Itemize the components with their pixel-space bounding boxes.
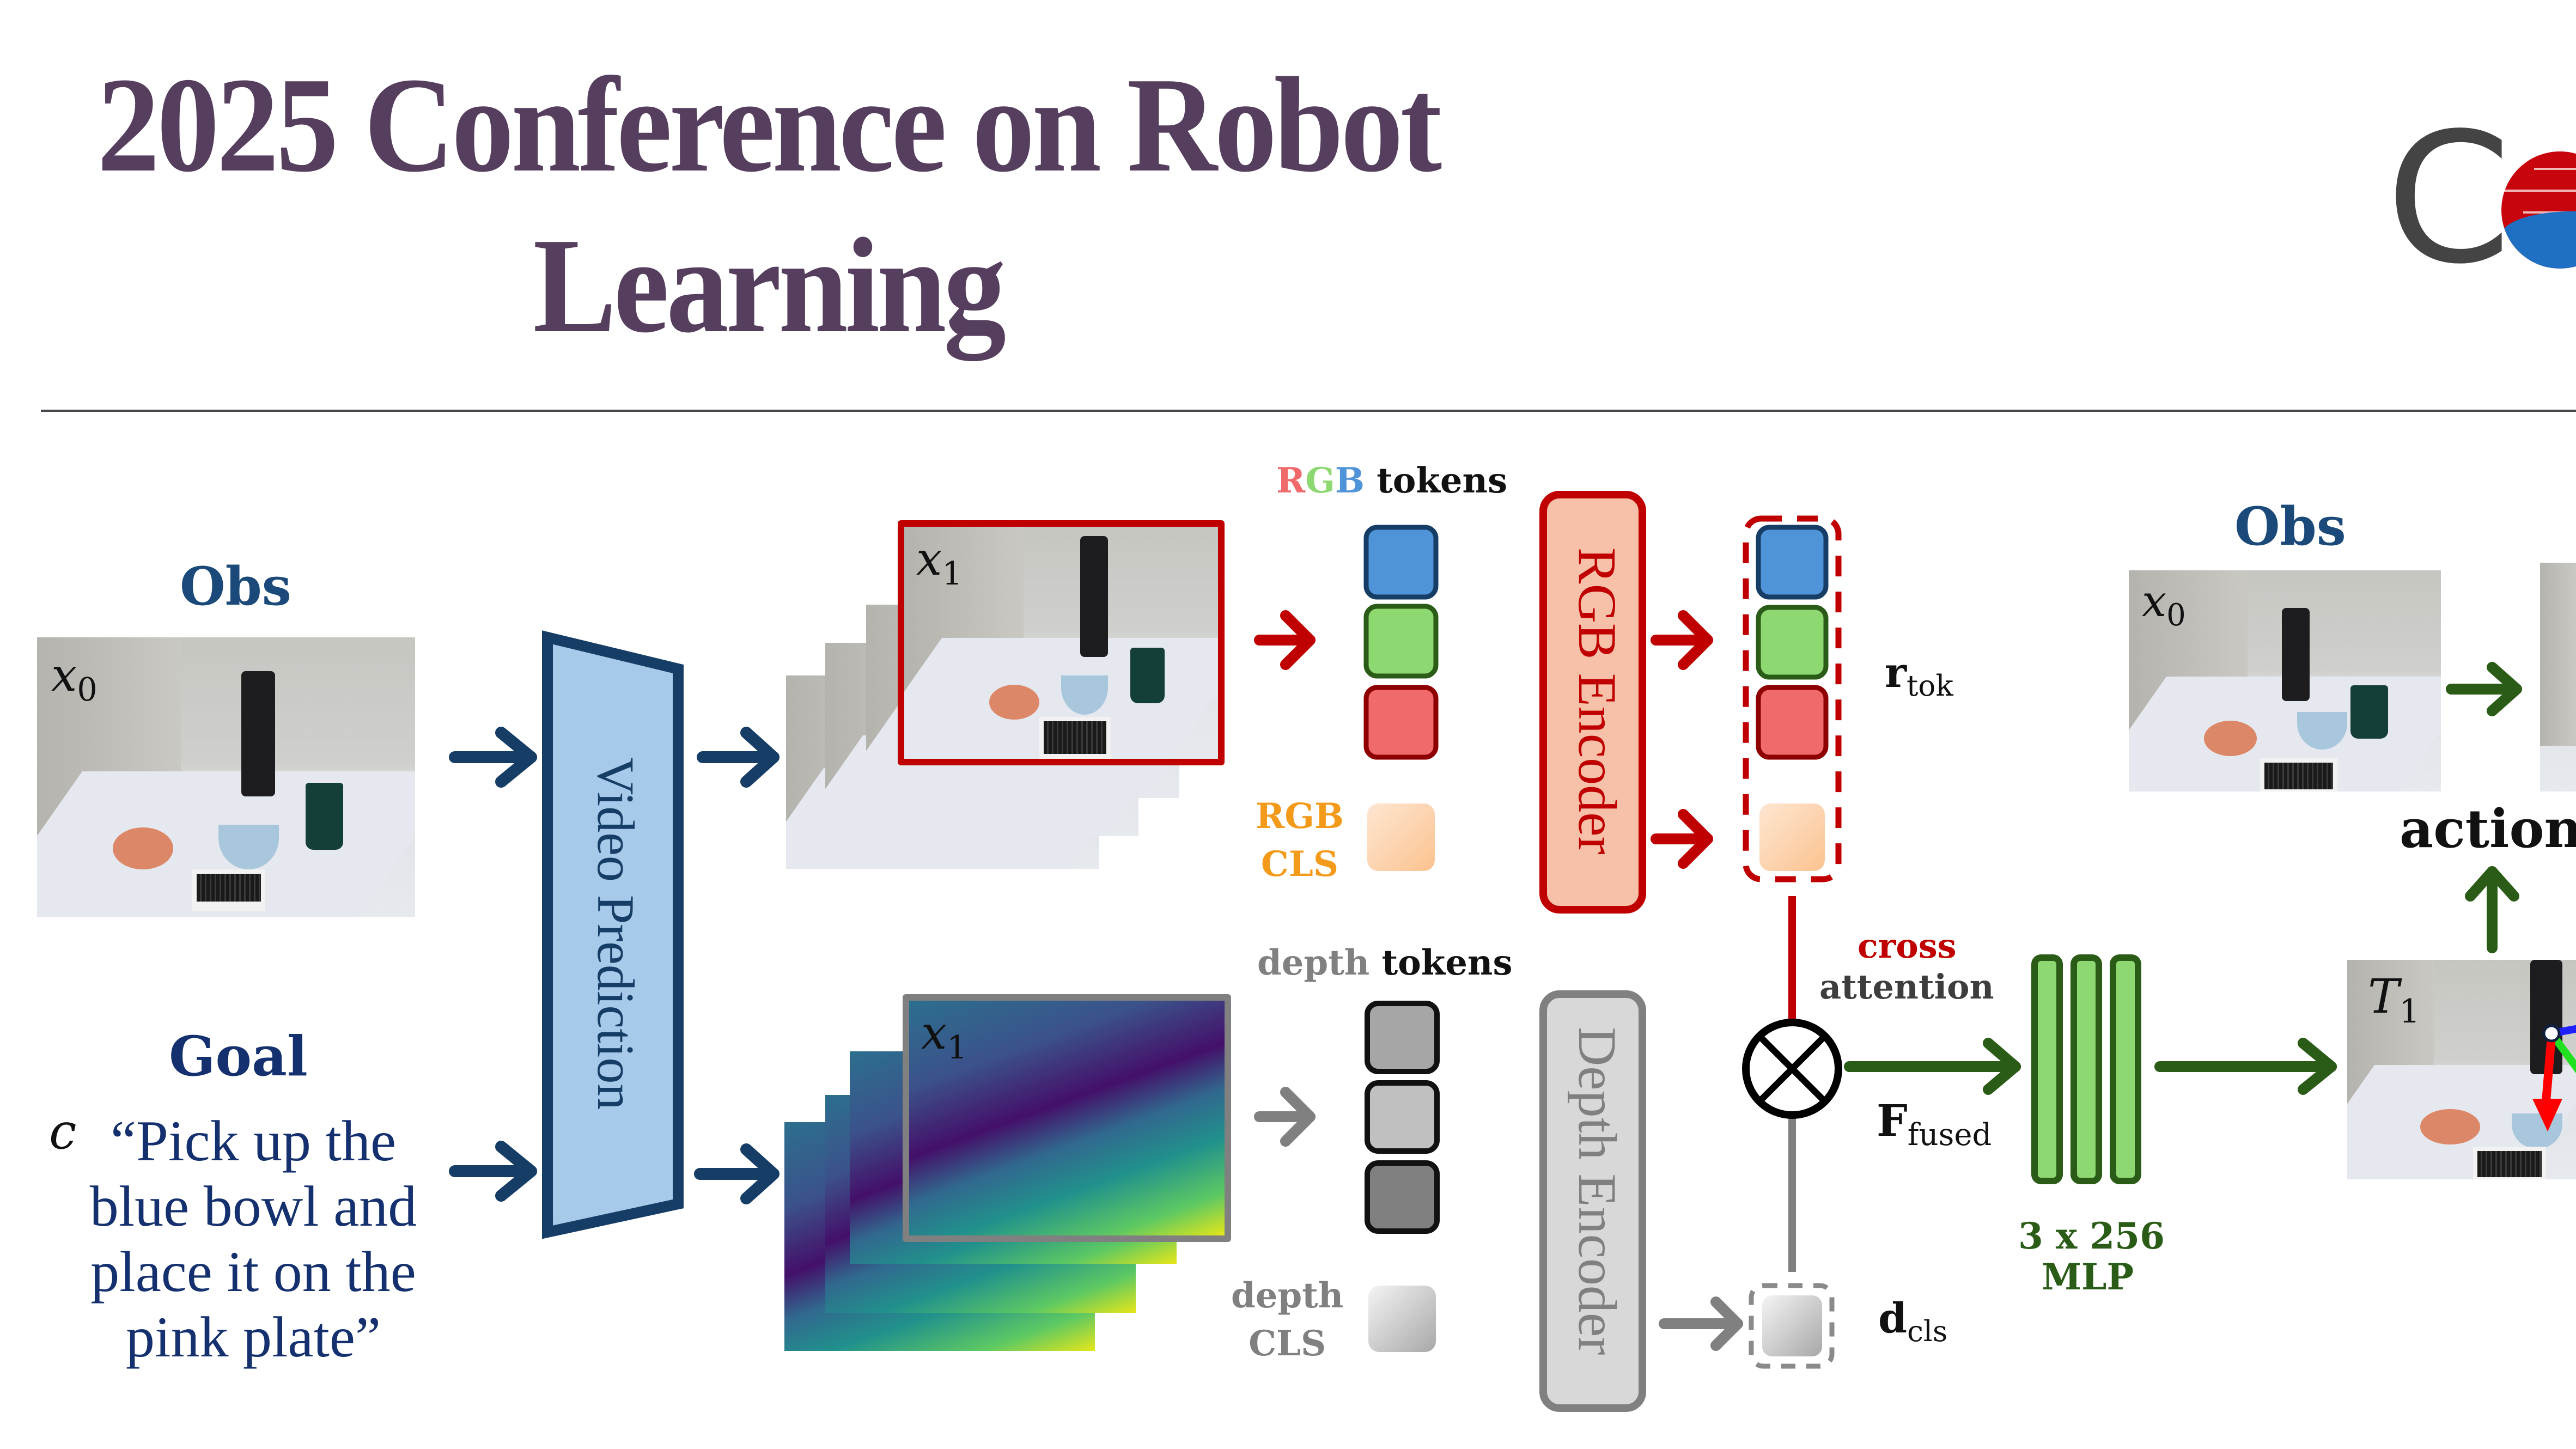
rtok-symbol: r [1885,648,1907,697]
obs-label-left: Obs [180,556,291,617]
mlp-layer-2 [2070,954,2102,1184]
obs-label-right: Obs [2234,496,2346,557]
depth-token-1 [1365,1001,1440,1074]
predicted-depth-frame-x1: x1 [903,994,1231,1242]
cross-label: cross [1858,926,1957,966]
arrow-fused-to-mlp [1844,1038,2021,1095]
mlp-size-label: 3 x 256 [2018,1215,2165,1257]
predicted-rgb-frame-x1: x1 [898,520,1225,765]
fused-feature-label: Ffused [1877,1095,1992,1153]
rgb-title-tokens: tokens [1364,460,1508,501]
depth-x1-subscript: 1 [947,1028,967,1066]
action-label: action [2400,798,2576,860]
slide-title-line2: Learning [533,210,1006,361]
rgb-token-red [1363,685,1439,760]
arrow-encoder-to-rtok [1651,610,1713,670]
corl-logo-letter: C [2386,94,2512,303]
mlp-layer-3 [2110,954,2141,1184]
depth-encoder-label: Depth Encoder [1567,1027,1628,1355]
mlp-layer-1 [2031,954,2063,1184]
depth-tokens-title: depth tokens [1257,942,1512,983]
rgb-encoder-label: RGB Encoder [1567,547,1628,855]
arrow-video-to-depth-frames [694,1143,780,1204]
rtok-token-red [1756,685,1829,760]
rgb-token-blue [1363,525,1439,600]
arrow-video-to-rgb-frames [697,727,780,788]
depth-encoder-block [1539,990,1646,1412]
attention-label: attention [1819,967,1994,1007]
rgb-tokens-title: RGB tokens [1276,460,1507,501]
t1-symbol: T [2368,970,2400,1024]
slide-title-line1: 2025 Conference on Robot [97,50,1442,200]
observation-image-x0: x0 [37,637,415,917]
rgb-token-green [1363,604,1439,679]
obs-x0-subscript: 0 [77,670,98,708]
depth-cls-line1: depth [1231,1275,1344,1316]
goal-symbol-c: c [49,1103,77,1160]
rgb-cls-token [1367,803,1435,871]
depth-cls-token [1368,1286,1436,1352]
transform-image-T1: T1 [2347,960,2576,1179]
obs-x0-symbol: x [51,648,77,702]
rgb-cls-line1: RGB [1256,796,1344,837]
rtok-subscript: tok [1907,669,1953,703]
fused-symbol: F [1877,1095,1908,1146]
cross-attention-operator-icon [1742,1019,1842,1119]
right-obs-x0-symbol: x [2142,576,2167,626]
arrow-frames-to-rgb-tokens [1254,610,1316,670]
dcls-dashed-group [1749,1283,1835,1369]
arrow-depth-encoder-to-dcls [1659,1296,1743,1351]
rgb-x1-symbol: x [916,532,942,586]
arrow-encoder-to-rgb-cls-out [1651,809,1713,869]
arrow-frames-to-depth-tokens [1254,1087,1316,1147]
rgb-title-g: G [1305,460,1335,501]
rtok-token-green [1756,605,1829,680]
goal-label: Goal [169,1024,308,1088]
right-obs-x0-subscript: 0 [2166,598,2186,633]
dcls-symbol: d [1878,1294,1908,1342]
next-frame-image-partial [2540,563,2576,792]
header-divider [41,410,2576,412]
action-axes-icon [2532,1024,2576,1131]
depth-token-2 [1365,1080,1440,1154]
dcls-label: dcls [1878,1294,1947,1348]
rgb-x1-subscript: 1 [942,554,963,592]
depth-title-tokens: tokens [1369,942,1513,983]
depth-x1-symbol: x [921,1006,947,1060]
right-observation-image-x0: x0 [2129,570,2441,792]
rgb-title-r: R [1276,460,1306,501]
rtok-label: rtok [1885,648,1953,703]
t1-subscript: 1 [2399,993,2420,1031]
arrow-obs-to-next-frame [2446,662,2522,716]
goal-instruction-text: “Pick up the blue bowl and place it on t… [89,1109,417,1369]
rgb-title-b: B [1335,460,1365,501]
arrow-goal-to-video-prediction [449,1141,537,1202]
corl-logo-globe-icon [2501,151,2576,269]
rtok-dashed-group [1743,515,1842,882]
depth-cls-label: depth CLS [1231,1272,1343,1368]
video-prediction-label: Video Prediction [587,757,645,1110]
rtok-cls-token [1759,803,1825,871]
mlp-name-label: MLP [2042,1256,2134,1298]
video-prediction-block [542,630,684,1239]
depth-cls-line2: CLS [1249,1323,1326,1364]
rgb-cls-label: RGB CLS [1256,793,1344,888]
rgb-encoder-block [1539,491,1646,914]
fused-subscript: fused [1907,1117,1992,1153]
depth-title-depth: depth [1257,942,1370,983]
rtok-token-blue [1756,525,1829,600]
dcls-token [1762,1295,1822,1356]
dcls-subscript: cls [1907,1314,1948,1349]
rgb-cls-line2: CLS [1260,844,1339,885]
arrow-mlp-to-transform [2154,1038,2337,1095]
arrow-obs-to-video-prediction [449,727,537,788]
depth-token-3 [1365,1160,1440,1234]
arrow-transform-to-action [2465,866,2519,953]
